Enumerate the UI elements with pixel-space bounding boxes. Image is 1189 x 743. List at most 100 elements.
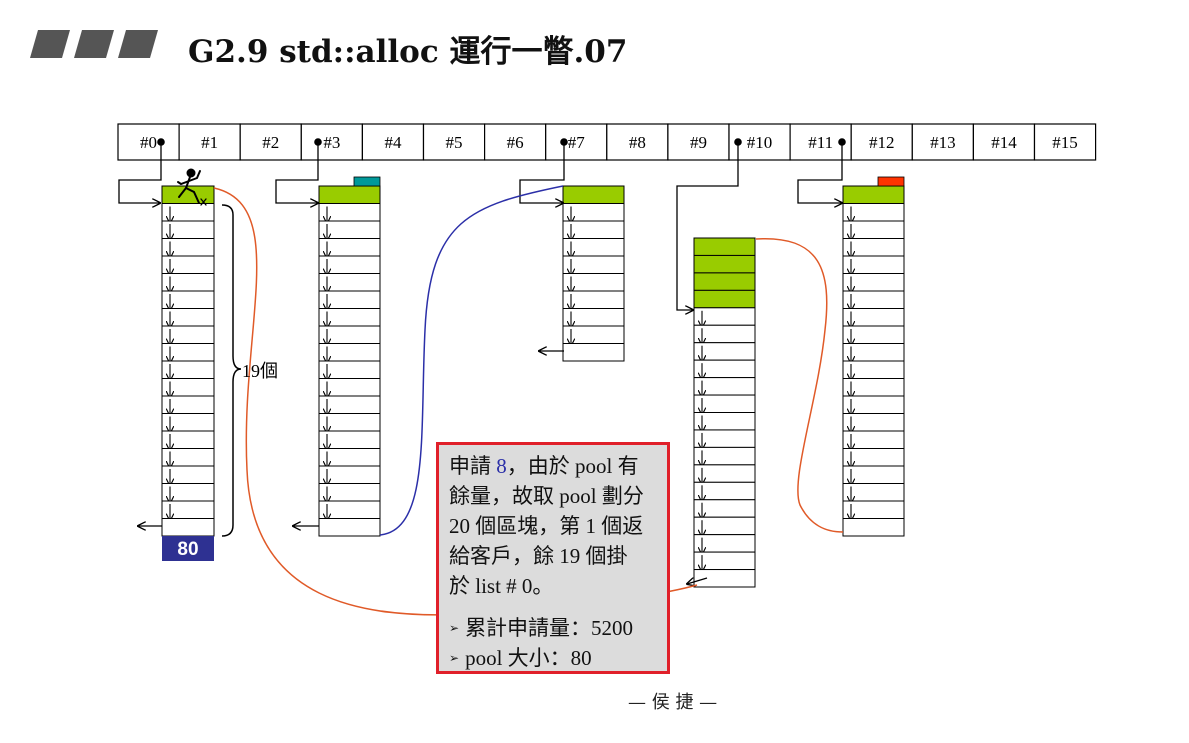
stat-total-requested: ➢累計申請量：5200 (449, 616, 634, 640)
free-chunk (842, 395, 905, 414)
free-chunk (842, 203, 905, 222)
chunk-in-use (693, 254, 756, 274)
chunk-block-list-7 (562, 185, 625, 362)
chunk-in-use (562, 185, 625, 204)
free-list-cell (300, 123, 363, 161)
memory-chunks (161, 185, 905, 588)
free-list-cell (361, 123, 425, 161)
free-list-label: #4 (384, 133, 402, 152)
free-chunk (318, 360, 381, 379)
request-size: 8 (496, 454, 507, 478)
chunk-block-list-11 (842, 185, 905, 537)
pointer-line-0 (118, 142, 162, 203)
free-chunk (318, 500, 381, 519)
note-text: 給客戶，餘 19 個掛 (449, 544, 628, 568)
free-chunk (842, 360, 905, 379)
free-chunk (842, 290, 905, 309)
free-chunk (693, 516, 756, 536)
free-chunk (318, 308, 381, 327)
free-chunk (693, 377, 756, 396)
free-list-label: #8 (629, 133, 646, 152)
free-chunk (693, 412, 756, 431)
page-title: G2.9 std::alloc 運行一瞥.07 (188, 34, 628, 70)
pointer-line-11 (797, 142, 842, 203)
note-text: 20 個區塊，第 1 個返 (449, 514, 644, 538)
pool-size-badge (162, 536, 214, 561)
free-chunk (562, 343, 625, 362)
free-chunk (693, 429, 756, 448)
free-chunk (562, 308, 625, 327)
free-chunk (562, 238, 625, 257)
free-list-label: #1 (201, 133, 218, 152)
pool-link-curve-10-11 (755, 238, 844, 533)
free-chunk (693, 446, 756, 466)
free-chunk (842, 483, 905, 502)
free-list-label: #0 (140, 133, 157, 152)
explanation-note: 申請 8，由於 pool 有 餘量，故取 pool 劃分 20 個區塊，第 1 … (436, 442, 670, 674)
free-chunk (693, 359, 756, 379)
free-list-label: #14 (991, 133, 1017, 152)
free-list-label: #7 (568, 133, 586, 152)
free-chunk (318, 255, 381, 274)
chunk-in-use (693, 272, 756, 291)
free-chunk (842, 465, 905, 484)
free-list-array: #0#1#2#3#4#5#6#7#8#9#10#11#12#13#14#15 (117, 123, 1097, 161)
teal-marker (353, 176, 381, 187)
free-chunk (562, 273, 625, 292)
free-chunk (161, 518, 215, 537)
free-chunk (318, 483, 381, 502)
free-list-cell (239, 123, 302, 161)
free-list-label: #2 (262, 133, 279, 152)
free-chunk (693, 464, 756, 483)
free-chunk (693, 324, 756, 344)
free-chunk (318, 413, 381, 432)
free-chunk (318, 343, 381, 362)
chunk-in-use (693, 289, 756, 309)
free-chunk (842, 413, 905, 432)
author-footer: — 侯 捷 — (628, 692, 718, 713)
list-link-curve-3-7 (379, 185, 564, 536)
free-list-cell (117, 123, 180, 161)
free-chunk (842, 500, 905, 519)
free-list-label: #15 (1052, 133, 1078, 152)
free-chunk (842, 448, 905, 467)
free-chunk (318, 203, 381, 222)
free-chunk (693, 569, 756, 588)
chunk-block-list-3 (318, 185, 381, 537)
free-chunk (562, 255, 625, 274)
title-decoration-icon (30, 30, 158, 58)
bullet-arrow-icon: ➢ (449, 621, 460, 635)
stat-pool-size: ➢pool 大小：80 (449, 646, 592, 670)
free-chunk (842, 378, 905, 397)
free-list-label: #3 (323, 133, 340, 152)
free-list-cell (667, 123, 730, 161)
free-chunk (318, 430, 381, 449)
free-chunk (318, 325, 381, 344)
free-chunk (318, 465, 381, 484)
pool-size-value: 80 (177, 539, 198, 560)
free-chunk (318, 448, 381, 467)
free-chunk (318, 290, 381, 309)
free-chunk (693, 551, 756, 571)
free-list-cell (422, 123, 486, 161)
free-chunk (693, 534, 756, 553)
free-chunk (842, 325, 905, 344)
free-chunk (562, 203, 625, 222)
brace-label: 19個 (242, 361, 278, 381)
free-chunk (693, 499, 756, 518)
free-chunk (842, 238, 905, 257)
free-chunk (562, 290, 625, 309)
chunk-block-list-10 (693, 237, 756, 588)
brace (221, 204, 242, 537)
chunk-in-use (318, 185, 381, 204)
free-chunk (318, 378, 381, 397)
free-list-cell (1033, 123, 1097, 161)
free-list-label: #5 (446, 133, 463, 152)
free-list-label: #10 (747, 133, 773, 152)
person-icon (177, 168, 207, 206)
free-chunk (842, 255, 905, 274)
note-text: 申請 (449, 454, 497, 478)
note-text: ，由於 pool 有 (506, 454, 639, 478)
free-list-label: #13 (930, 133, 956, 152)
free-list-label: #6 (507, 133, 524, 152)
